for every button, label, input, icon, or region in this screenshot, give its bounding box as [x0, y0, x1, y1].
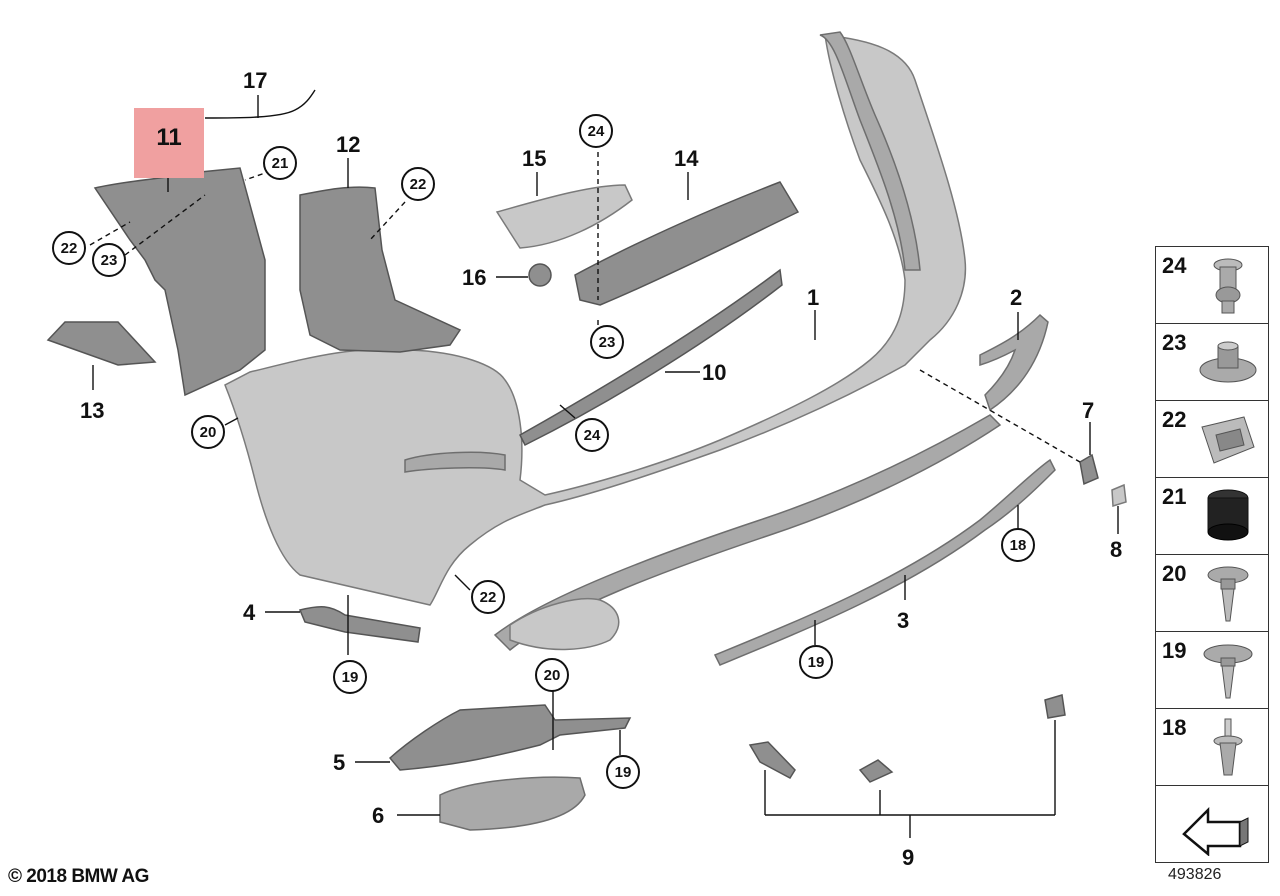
legend-number: 23	[1162, 330, 1187, 355]
clip-8-part	[1111, 483, 1127, 507]
underbody-panel-part	[574, 181, 800, 306]
expanding-rivet-icon	[1213, 258, 1243, 314]
rubber-grommet-icon	[1207, 489, 1249, 541]
diagram-id: 493826	[1168, 866, 1222, 883]
side-bracket-right-part	[979, 313, 1049, 412]
callout-3: 3	[897, 608, 909, 633]
ref-19-left: 19	[333, 660, 367, 694]
callout-1: 1	[807, 285, 819, 310]
legend-item-22[interactable]: 22	[1156, 401, 1268, 478]
svg-text:23: 23	[101, 252, 118, 269]
legend-item-19[interactable]: 19	[1156, 632, 1268, 709]
svg-text:19: 19	[342, 669, 359, 686]
trim-wire-part	[204, 89, 316, 119]
svg-text:23: 23	[599, 334, 616, 351]
bumper-cover-part	[224, 31, 967, 606]
callout-5: 5	[333, 750, 345, 775]
ref-23-center: 23	[590, 325, 624, 359]
reflector-left-part	[46, 321, 157, 366]
fastener-legend: 24 23 22 21 20	[1155, 246, 1269, 863]
svg-text:24: 24	[584, 427, 601, 444]
callout-4: 4	[243, 600, 256, 625]
lower-diffuser-part	[493, 414, 1002, 652]
callout-6: 6	[372, 803, 384, 828]
nut-icon	[1199, 341, 1257, 383]
legend-item-23[interactable]: 23	[1156, 324, 1268, 401]
ref-18-right: 18	[1001, 528, 1035, 562]
connector-part	[528, 263, 552, 287]
callout-12: 12	[336, 132, 360, 157]
callout-2: 2	[1010, 285, 1022, 310]
svg-text:18: 18	[1010, 537, 1027, 554]
svg-text:21: 21	[272, 155, 289, 172]
callout-10: 10	[702, 360, 726, 385]
svg-text:19: 19	[808, 654, 825, 671]
svg-text:22: 22	[480, 589, 497, 606]
spring-clip-icon	[1201, 416, 1255, 464]
trim-strip-part	[713, 458, 1056, 666]
svg-text:24: 24	[588, 123, 605, 140]
legend-item-18[interactable]: 18	[1156, 709, 1268, 786]
legend-arrow-cell	[1156, 786, 1268, 862]
ref-24-center: 24	[575, 418, 609, 452]
circled-refs: 21 22 23 22 24 23 24 20 22 18 19 19 20 1…	[52, 114, 1035, 789]
callout-15: 15	[522, 146, 546, 171]
legend-number: 20	[1162, 561, 1187, 586]
ref-24-top: 24	[579, 114, 613, 148]
svg-text:22: 22	[410, 176, 427, 193]
legend-number: 22	[1162, 407, 1187, 432]
ref-21-top: 21	[263, 146, 297, 180]
callout-8: 8	[1110, 537, 1122, 562]
legend-number: 21	[1162, 484, 1187, 509]
callout-9: 9	[902, 845, 914, 870]
legend-number: 18	[1162, 715, 1187, 740]
clip-7-part	[1079, 453, 1099, 486]
svg-text:19: 19	[615, 764, 632, 781]
highlighted-part-box[interactable]	[134, 108, 204, 178]
lower-trim-left-part	[298, 605, 421, 643]
callout-7: 7	[1082, 398, 1094, 423]
legend-item-20[interactable]: 20	[1156, 555, 1268, 632]
ref-19-center: 19	[799, 645, 833, 679]
legend-number: 24	[1162, 253, 1187, 278]
ref-20-bottom: 20	[535, 658, 569, 692]
clip-9c-part	[1044, 694, 1066, 719]
ref-22-left: 22	[52, 231, 86, 265]
callout-14: 14	[674, 146, 699, 171]
callout-16: 16	[462, 265, 486, 290]
ref-23-left: 23	[92, 243, 126, 277]
ref-20-left: 20	[191, 415, 225, 449]
legend-number: 19	[1162, 638, 1187, 663]
callout-13: 13	[80, 398, 104, 423]
center-bracket-part	[299, 186, 462, 353]
exhaust-tip-part	[439, 776, 586, 831]
legend-item-21[interactable]: 21	[1156, 478, 1268, 555]
copyright-text: © 2018 BMW AG	[8, 866, 149, 887]
cover-panel-part	[495, 184, 633, 249]
reflector-bracket-part	[519, 268, 783, 447]
exhaust-bracket-part	[388, 704, 632, 771]
direction-arrow-icon	[1182, 806, 1249, 856]
screw-icon	[1203, 644, 1253, 699]
ref-22-center: 22	[401, 167, 435, 201]
svg-text:20: 20	[200, 424, 217, 441]
push-rivet-icon	[1213, 718, 1243, 776]
ref-22-lower: 22	[471, 580, 505, 614]
svg-text:20: 20	[544, 667, 561, 684]
highlighted-part-number[interactable]: 11	[156, 124, 182, 151]
legend-item-24[interactable]: 24	[1156, 247, 1268, 324]
ref-19-bottom: 19	[606, 755, 640, 789]
clip-9a-part	[748, 741, 796, 779]
callout-17: 17	[243, 68, 267, 93]
callout-numbers: 1 2 3 4 5 6 7 8 9 10 12 13 14 15 16 17	[80, 68, 1122, 870]
screw-icon	[1207, 566, 1249, 622]
svg-text:22: 22	[61, 240, 78, 257]
leader-lines	[89, 95, 1119, 838]
clip-9b-part	[858, 759, 894, 783]
